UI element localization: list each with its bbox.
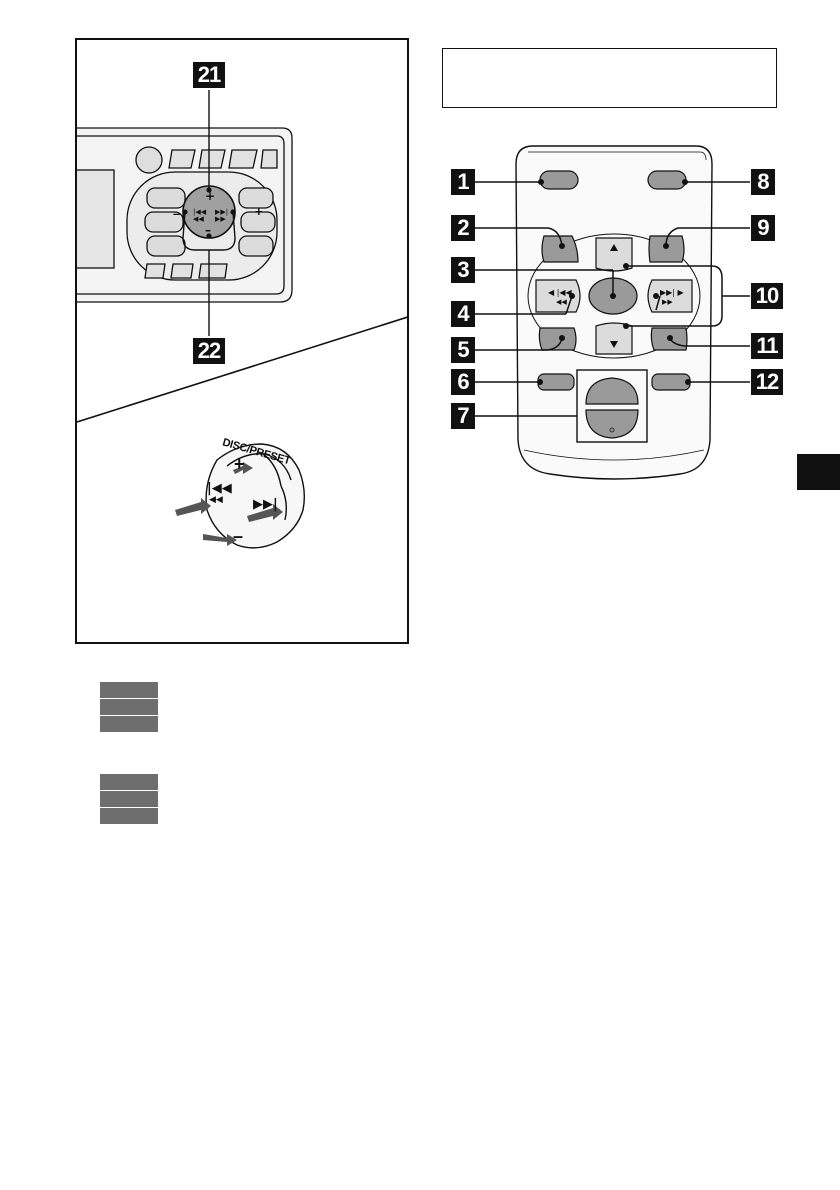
gray-block-4: [100, 774, 158, 790]
head-unit-drawing: + |◀◀ ◀◀ ▶▶| ▶▶ – |◀◀ ◀◀: [77, 90, 407, 549]
svg-text:◀ |◀◀: ◀ |◀◀: [548, 288, 573, 297]
plus-label: +: [255, 204, 263, 219]
svg-text:+: +: [205, 189, 215, 203]
svg-text:◀◀: ◀◀: [209, 495, 223, 505]
section-edge-tab: [797, 454, 840, 490]
callout-4: 4: [451, 301, 475, 327]
svg-text:▶▶: ▶▶: [215, 215, 226, 223]
svg-text:◀◀: ◀◀: [193, 215, 204, 223]
svg-text:◀◀: ◀◀: [556, 298, 567, 306]
gray-block-1: [100, 682, 158, 698]
svg-text:–: –: [205, 223, 211, 237]
svg-text:▶▶|: ▶▶|: [253, 497, 278, 512]
callout-3: 3: [451, 257, 475, 283]
remote-caption-box: [442, 48, 777, 108]
svg-text:|◀◀: |◀◀: [207, 481, 232, 496]
callout-10: 10: [751, 283, 783, 309]
callout-8: 8: [751, 169, 775, 195]
dial-plus-label: +: [234, 454, 245, 474]
gray-block-2: [100, 699, 158, 715]
svg-text:▶▶|: ▶▶|: [215, 208, 228, 216]
minus-label: –: [173, 206, 181, 221]
callout-12: 12: [751, 369, 783, 395]
callout-22: 22: [193, 338, 225, 364]
gray-block-3: [100, 716, 158, 732]
callout-6: 6: [451, 369, 475, 395]
callout-11: 11: [751, 333, 783, 359]
callout-9: 9: [751, 215, 775, 241]
callout-5: 5: [451, 337, 475, 363]
gray-block-5: [100, 791, 158, 807]
callout-1: 1: [451, 169, 475, 195]
head-unit-illustration-frame: + |◀◀ ◀◀ ▶▶| ▶▶ – |◀◀ ◀◀: [75, 38, 409, 644]
callout-2: 2: [451, 215, 475, 241]
svg-text:|◀◀: |◀◀: [193, 208, 207, 216]
dial-minus-label: –: [233, 526, 244, 546]
svg-text:▶▶: ▶▶: [662, 298, 673, 306]
gray-block-6: [100, 808, 158, 824]
callout-21: 21: [193, 62, 225, 88]
svg-text:▶▶| ▶: ▶▶| ▶: [660, 288, 685, 297]
callout-7: 7: [451, 403, 475, 429]
